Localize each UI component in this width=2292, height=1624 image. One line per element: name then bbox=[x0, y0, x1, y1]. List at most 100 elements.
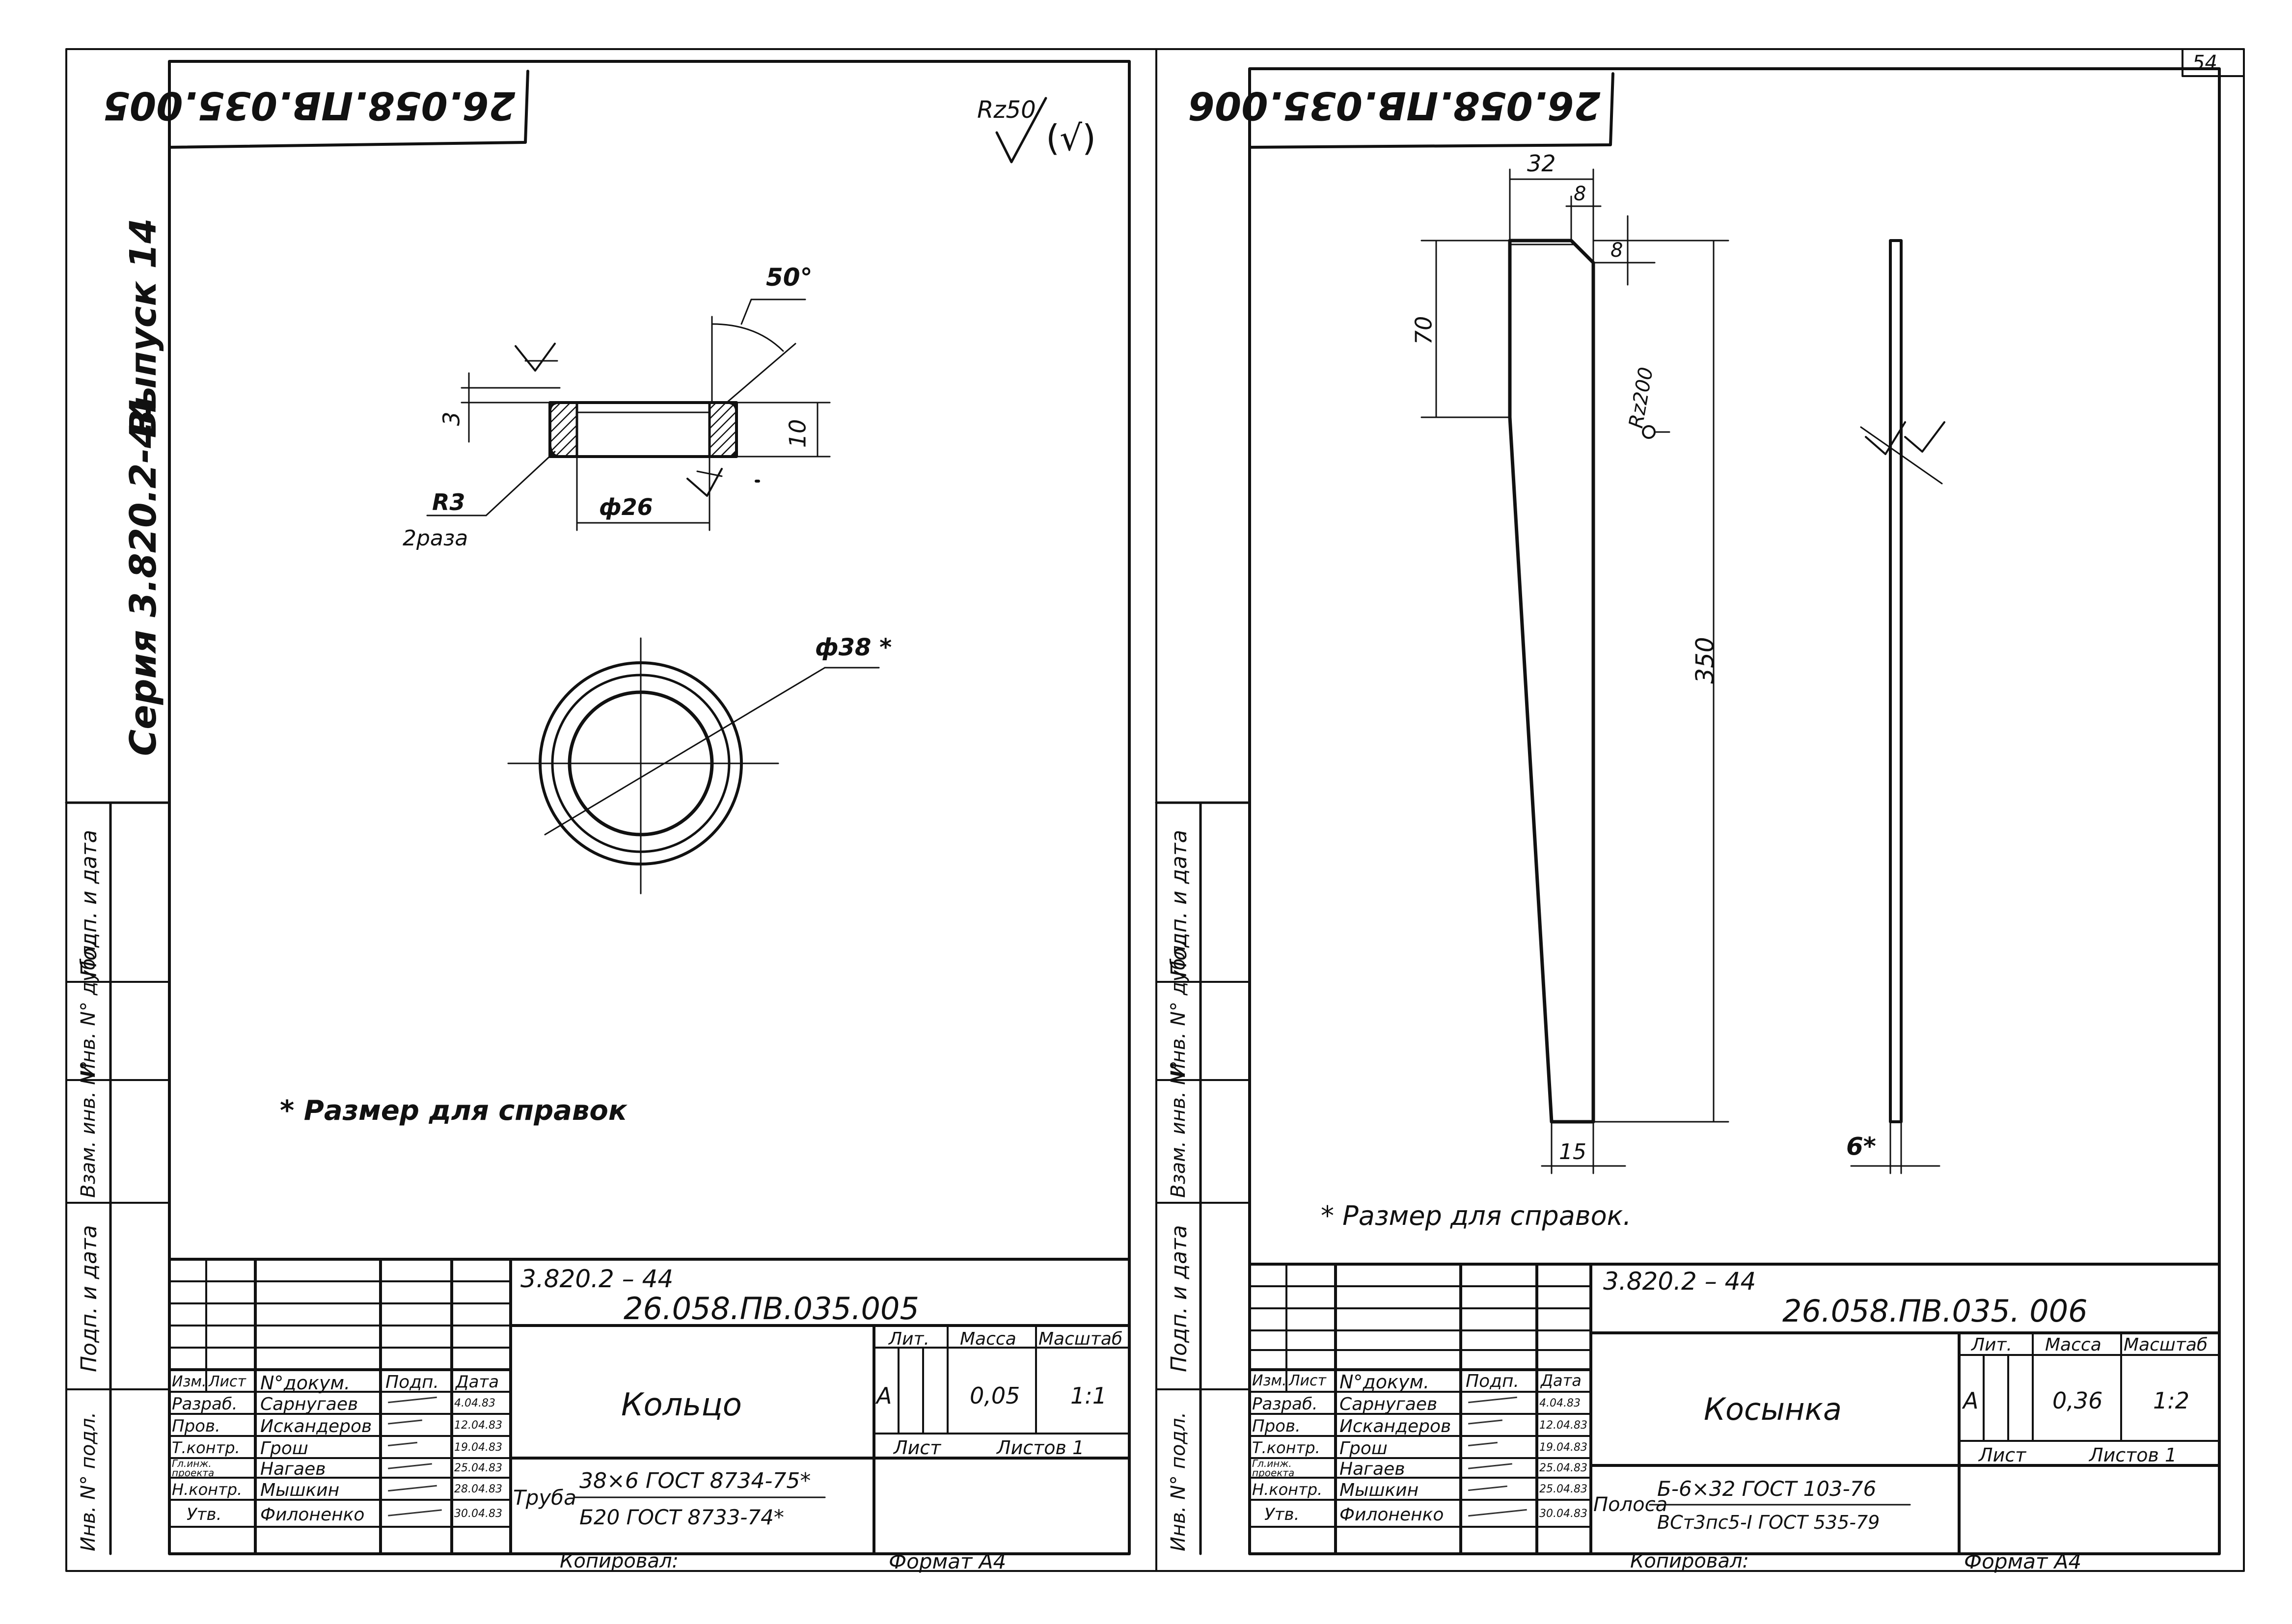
dim-thickness-right: 6* bbox=[1846, 1132, 1876, 1161]
left-tb-scale-header: Масштаб bbox=[1038, 1329, 1123, 1349]
r-margin-label-dup: Инв. N° дубл. bbox=[1167, 939, 1190, 1078]
left-hdr-sign: Подп. bbox=[385, 1372, 439, 1392]
dim-inner-diameter: ф26 bbox=[599, 494, 653, 520]
dim-bottom-width: 15 bbox=[1559, 1139, 1586, 1164]
right-sig-name: Нагаев bbox=[1339, 1459, 1405, 1479]
left-sig-role: Т.контр. bbox=[172, 1438, 240, 1457]
dim-chamfer-w: 8 bbox=[1574, 183, 1586, 205]
left-sig-name: Нагаев bbox=[260, 1459, 326, 1479]
dim-top-width: 32 bbox=[1527, 150, 1556, 177]
right-sig-date: 25.04.83 bbox=[1539, 1462, 1587, 1474]
gusset-front-view bbox=[1420, 168, 1729, 1174]
left-tb-sheet: Лист bbox=[894, 1437, 941, 1459]
side-stamp-issue: Выпуск 14 bbox=[122, 218, 164, 437]
ring-top-view bbox=[507, 637, 880, 894]
right-sig-date: 4.04.83 bbox=[1539, 1397, 1581, 1409]
left-tb-material-bottom: Б20 ГОСТ 8733-74* bbox=[579, 1505, 784, 1529]
margin-label-replace-left: Взам. инв. N° bbox=[77, 1060, 100, 1198]
left-title-block bbox=[168, 1258, 1131, 1555]
left-sig-role: Гл.инж. проекта bbox=[172, 1458, 215, 1479]
dim-length: 350 bbox=[1691, 637, 1719, 684]
right-sig-date: 12.04.83 bbox=[1539, 1419, 1587, 1432]
right-tb-code: 26.058.ПВ.035. 006 bbox=[1782, 1293, 2088, 1329]
dim-radius: R3 bbox=[432, 489, 465, 515]
left-note: * Размер для справок bbox=[280, 1095, 627, 1127]
margin-label-dup: Инв. N° дубл. bbox=[77, 939, 100, 1078]
left-sig-role: Разраб. bbox=[172, 1394, 238, 1414]
left-tb-lit: А bbox=[876, 1382, 892, 1409]
right-tb-mass: 0,36 bbox=[2052, 1387, 2103, 1414]
right-tb-name: Косынка bbox=[1704, 1391, 1842, 1427]
left-tb-format: Формат А4 bbox=[889, 1549, 1007, 1573]
right-sig-role: Пров. bbox=[1252, 1416, 1301, 1436]
right-sig-name: Искандеров bbox=[1339, 1416, 1451, 1436]
left-hdr-izm: Изм. bbox=[172, 1373, 207, 1390]
right-tb-lit: А bbox=[1963, 1387, 1979, 1414]
left-tb-series: 3.820.2 – 44 bbox=[520, 1265, 674, 1293]
left-tb-sheets: Листов 1 bbox=[997, 1437, 1085, 1459]
left-tb-code: 26.058.ПВ.035.005 bbox=[624, 1291, 919, 1326]
side-stamp-series: Серия 3.820.2-44 bbox=[122, 398, 164, 756]
left-sig-date: 25.04.83 bbox=[454, 1462, 502, 1474]
left-sig-name: Мышкин bbox=[260, 1480, 340, 1500]
left-tb-copied: Копировал: bbox=[560, 1550, 679, 1572]
left-sig-date: 19.04.83 bbox=[454, 1441, 502, 1454]
right-tb-scale: 1:2 bbox=[2153, 1387, 2190, 1414]
left-tb-mass-header: Масса bbox=[960, 1329, 1016, 1349]
roughness-mark bbox=[995, 97, 1047, 163]
right-tb-scale-header: Масштаб bbox=[2124, 1335, 2208, 1355]
right-tb-copied: Копировал: bbox=[1630, 1550, 1749, 1572]
right-sig-name: Грош bbox=[1339, 1438, 1388, 1459]
left-sig-date: 30.04.83 bbox=[454, 1508, 502, 1520]
right-tb-series: 3.820.2 – 44 bbox=[1603, 1267, 1756, 1296]
dim-chamfer-h: 8 bbox=[1610, 239, 1623, 262]
margin-label-sign-date-bottom: Подп. и дата bbox=[77, 1225, 102, 1372]
right-tb-sheets: Листов 1 bbox=[2089, 1444, 2177, 1466]
right-sig-role: Н.контр. bbox=[1252, 1480, 1323, 1499]
right-hdr-doc: N°докум. bbox=[1339, 1371, 1430, 1393]
right-hdr-list: Лист bbox=[1289, 1372, 1327, 1389]
right-tb-mass-header: Масса bbox=[2045, 1335, 2101, 1355]
r-margin-label-sign-date-bottom: Подп. и дата bbox=[1167, 1225, 1192, 1372]
left-sig-name: Сарнугаев bbox=[260, 1394, 358, 1414]
left-hdr-date: Дата bbox=[456, 1372, 499, 1392]
left-tb-material-type: Труба bbox=[513, 1486, 576, 1510]
left-mirrored-code: 26.058.ПВ.035.005 bbox=[103, 83, 516, 127]
left-tb-lit-header: Лит. bbox=[889, 1329, 929, 1349]
right-mirrored-code: 26.058.ПВ.035.006 bbox=[1188, 83, 1601, 127]
right-tb-lit-header: Лит. bbox=[1971, 1335, 2012, 1355]
right-sheet-frame bbox=[1155, 48, 2245, 1572]
right-hdr-date: Дата bbox=[1541, 1371, 1582, 1390]
right-sig-name: Сарнугаев bbox=[1339, 1394, 1438, 1414]
right-tb-format: Формат А4 bbox=[1964, 1549, 2082, 1573]
r-margin-label-orig: Инв. N° подл. bbox=[1167, 1411, 1190, 1551]
right-sig-date: 19.04.83 bbox=[1539, 1441, 1587, 1454]
ring-section-view bbox=[426, 298, 831, 531]
right-sig-date: 30.04.83 bbox=[1539, 1508, 1587, 1520]
left-tb-scale: 1:1 bbox=[1070, 1382, 1107, 1409]
gusset-side-view bbox=[1850, 239, 1945, 1174]
left-sig-role: Н.контр. bbox=[172, 1480, 243, 1499]
right-sig-role: Разраб. bbox=[1252, 1394, 1318, 1414]
left-hdr-list: Лист bbox=[209, 1373, 246, 1390]
page-number: 54 bbox=[2192, 52, 2217, 74]
left-tb-mass: 0,05 bbox=[970, 1382, 1020, 1409]
right-note: * Размер для справок. bbox=[1321, 1200, 1632, 1231]
dim-radius-note: 2раза bbox=[403, 526, 468, 551]
roughness-value: Rz50 bbox=[977, 96, 1036, 124]
left-sig-name: Филоненко bbox=[260, 1505, 365, 1525]
right-hdr-sign: Подп. bbox=[1466, 1371, 1519, 1391]
right-sig-date: 25.04.83 bbox=[1539, 1483, 1587, 1495]
margin-label-orig: Инв. N° подл. bbox=[77, 1411, 100, 1551]
left-sig-date: 28.04.83 bbox=[454, 1483, 502, 1495]
dim-thickness: 3 bbox=[438, 411, 465, 426]
left-tb-name: Кольцо bbox=[621, 1387, 742, 1423]
right-title-block bbox=[1248, 1263, 2221, 1555]
left-sig-role: Пров. bbox=[172, 1416, 220, 1436]
right-hdr-izm: Изм. bbox=[1252, 1372, 1287, 1389]
left-sig-name: Грош bbox=[260, 1438, 308, 1459]
left-sig-date: 4.04.83 bbox=[454, 1397, 495, 1409]
dim-taper-length: 70 bbox=[1410, 316, 1437, 345]
right-tb-sheet: Лист bbox=[1979, 1444, 2026, 1466]
